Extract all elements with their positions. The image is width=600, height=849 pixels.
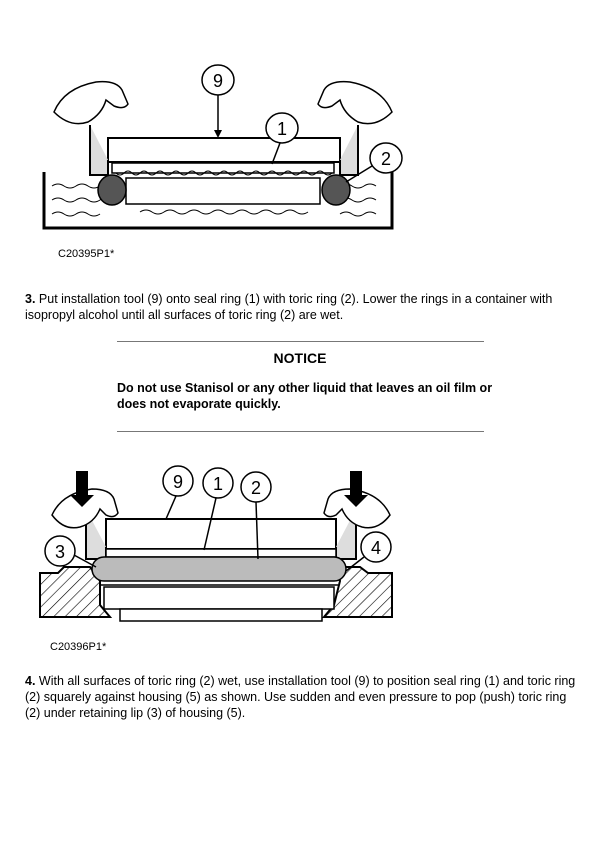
step-4-number: 4. (25, 674, 36, 688)
notice-bottom-rule (117, 431, 484, 432)
seal-ring-2 (105, 548, 337, 558)
toric-ring-right (321, 174, 351, 206)
alcohol-container (42, 172, 394, 230)
notice-title: NOTICE (273, 350, 327, 366)
figure-1-caption: C20395P1* (58, 248, 115, 260)
step-3: 3. Put installation tool (9) onto seal r… (25, 291, 585, 323)
figure-1-illustration: 9 1 2 (0, 0, 600, 260)
callout-4-fig2: 4 (371, 538, 381, 558)
callout-2-fig2: 2 (251, 478, 261, 498)
callout-9: 9 (213, 71, 223, 91)
notice-text: Do not use Stanisol or any other liquid … (117, 381, 493, 411)
step-3-number: 3. (25, 292, 36, 306)
figure-2-caption: C20396P1* (50, 641, 107, 653)
seal-ring (111, 162, 335, 174)
installation-tool (107, 137, 341, 163)
right-hand (317, 80, 393, 125)
callout-3-fig2: 3 (55, 542, 65, 562)
down-arrow-left-icon (70, 471, 94, 507)
callout-1-fig2: 1 (213, 474, 223, 494)
toric-ring-left (97, 174, 127, 206)
step-3-text: Put installation tool (9) onto seal ring… (25, 292, 553, 322)
down-arrow-right-icon (344, 471, 368, 507)
callout-9-fig2: 9 (173, 472, 183, 492)
installation-tool-2 (105, 518, 337, 550)
step-4-text: With all surfaces of toric ring (2) wet,… (25, 674, 576, 720)
figure-1-svg: 9 1 2 (42, 64, 403, 230)
step-4: 4. With all surfaces of toric ring (2) w… (25, 673, 585, 721)
callout-1: 1 (277, 119, 287, 139)
left-hand (53, 80, 129, 125)
housing-left (39, 566, 113, 618)
figure-2-illustration: 9 1 2 3 4 (0, 455, 600, 650)
notice-top-rule (117, 341, 484, 342)
toric-ring-2 (91, 556, 347, 582)
callout-2: 2 (381, 149, 391, 169)
figure-2-svg: 9 1 2 3 4 (39, 465, 393, 622)
left-hand-2 (51, 488, 119, 529)
